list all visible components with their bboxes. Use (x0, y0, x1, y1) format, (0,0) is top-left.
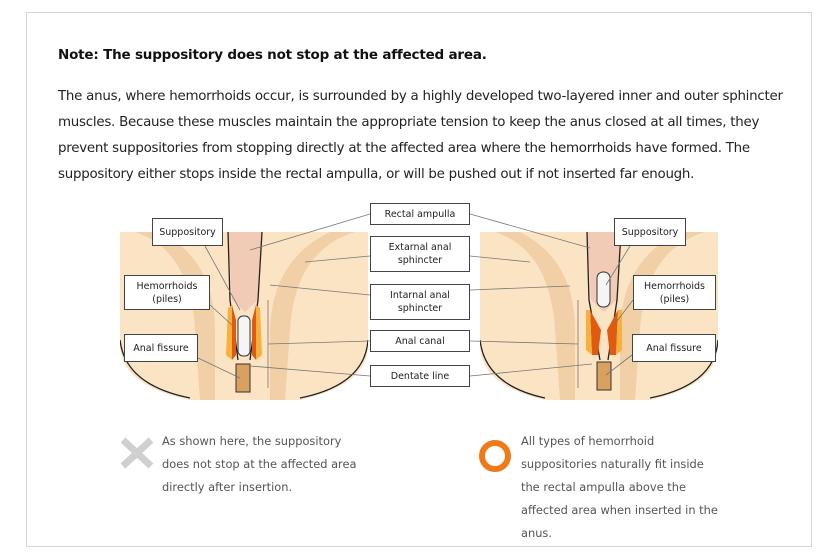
right-anatomy (480, 232, 718, 400)
label-internal-sphincter: Intarnal anal sphincter (370, 284, 470, 320)
right-label-anal-fissure: Anal fissure (632, 334, 716, 362)
x-mark-icon (120, 437, 154, 469)
content-card (26, 12, 812, 547)
circle-icon (479, 440, 511, 472)
label-external-sphincter: Extarnal anal sphincter (370, 236, 470, 272)
label-anal-canal: Anal canal (370, 330, 470, 352)
note-title: Note: The suppository does not stop at t… (58, 47, 487, 63)
left-label-anal-fissure: Anal fissure (124, 334, 198, 362)
label-rectal-ampulla: Rectal ampulla (370, 203, 470, 225)
correct-method-text: All types of hemorrhoid suppositories na… (521, 434, 718, 540)
left-label-suppository: Suppository (152, 218, 223, 246)
right-label-hemorrhoids: Hemorrhoids (piles) (633, 275, 716, 310)
leader-lines (197, 213, 634, 388)
label-dentate-line: Dentate line (370, 365, 470, 387)
explanation-paragraph: The anus, where hemorrhoids occur, is su… (58, 89, 783, 182)
left-label-hemorrhoids: Hemorrhoids (piles) (124, 275, 210, 310)
wrong-method-text: As shown here, the suppository does not … (162, 434, 357, 494)
right-label-suppository: Suppository (614, 218, 686, 246)
left-anatomy (120, 232, 368, 400)
